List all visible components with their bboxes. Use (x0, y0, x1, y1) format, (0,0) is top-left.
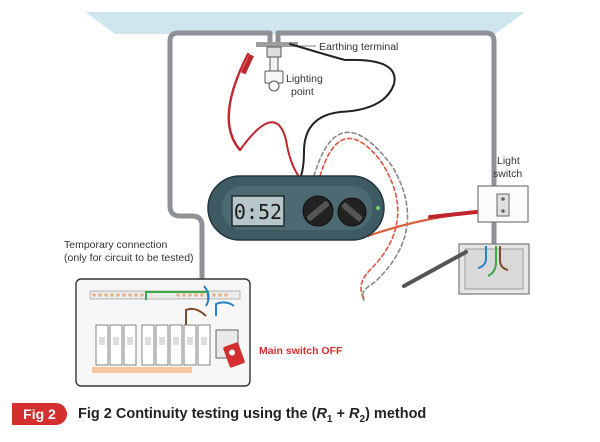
grey-dashed-lead (313, 131, 409, 301)
consumer-unit (75, 278, 251, 387)
figure-badge: Fig 2 (12, 403, 67, 425)
main-switch-off-label: Main switch OFF (259, 345, 343, 357)
red-probe-switch (428, 210, 478, 219)
light-switch-label-line2: switch (493, 168, 522, 180)
red-probe-lighting (240, 54, 254, 75)
red-return-lead (239, 121, 301, 179)
ceiling (85, 12, 525, 34)
back-box (458, 243, 530, 295)
black-test-lead-earthing (289, 43, 396, 179)
meter-reading: 0:52 (234, 200, 282, 224)
light-switch (477, 185, 529, 223)
red-dashed-lead (319, 137, 399, 301)
cable-ceiling-to-switch (275, 30, 497, 189)
black-probe-box (402, 250, 468, 288)
earthing-terminal-label: Earthing terminal (319, 41, 398, 53)
light-switch-label-line1: Light (497, 155, 520, 167)
meter-display (231, 195, 285, 227)
test-meter: 0:52 (207, 175, 385, 241)
cable-ceiling-to-consumer-unit (167, 30, 273, 287)
temporary-connection-label-line1: Temporary connection (64, 239, 167, 251)
lockout-tag (223, 342, 245, 368)
temporary-connection-label-line2: (only for circuit to be tested) (64, 252, 194, 264)
meter-indicator-dot (376, 206, 380, 210)
figure-caption-text: Fig 2 Continuity testing using the (R1 +… (78, 406, 427, 425)
lighting-point-label-line1: Lighting (286, 73, 323, 85)
red-test-lead-lighting (227, 52, 250, 152)
lighting-point-label-line2: point (291, 86, 314, 98)
lighting-point (256, 42, 298, 92)
figure-caption: Fig 2 Fig 2 Continuity testing using the… (12, 400, 592, 426)
